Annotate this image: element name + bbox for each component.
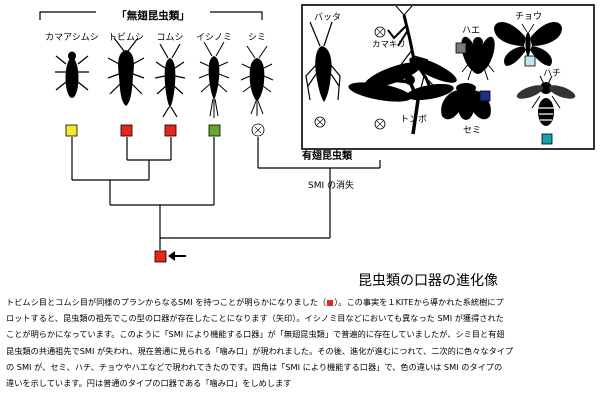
caption-line-3: ことが明らかになっています。このように「SMI により機能する口器」が「無翅昆虫… bbox=[6, 329, 505, 340]
label-kamakiri: カマキリ bbox=[372, 40, 406, 50]
label-semi: セミ bbox=[463, 125, 481, 136]
label-chou: チョウ bbox=[515, 11, 542, 22]
wingless-group-label: 「無翅昆虫類」 bbox=[116, 9, 190, 22]
kamaashimushi-silhouette bbox=[55, 51, 89, 98]
taxon-label-kamaashimushi: カマアシムシ bbox=[45, 32, 99, 43]
marker-shimi-cross bbox=[254, 126, 262, 134]
figure-caption: トビムシ目とコムシ目が同様のプランからなるSMI を持つことが明らかになりました… bbox=[6, 294, 596, 391]
hae-silhouette bbox=[461, 36, 495, 81]
taxon-label-tobimushi: トビムシ bbox=[108, 32, 144, 43]
batta-silhouette bbox=[305, 21, 341, 102]
marker-komushi bbox=[164, 124, 177, 137]
tree-branches bbox=[71, 137, 381, 250]
tonbo-silhouette bbox=[348, 57, 457, 135]
caption-line-2: ロットすると、昆虫類の祖先でこの型の口器が存在したことになります（矢印）。イシノ… bbox=[6, 313, 504, 324]
wingless-bracket bbox=[39, 11, 263, 20]
marker-ishinomi bbox=[208, 124, 221, 137]
caption-line-1a: トビムシ目とコムシ目が同様のプランからなるSMI を持つことが明らかになりました… bbox=[6, 297, 327, 307]
root-ancestor-marker bbox=[154, 250, 167, 263]
ishinomi-silhouette bbox=[198, 41, 230, 118]
marker-kamakiri-cross bbox=[376, 28, 384, 36]
chou-silhouette bbox=[494, 22, 562, 66]
marker-chou bbox=[524, 55, 536, 67]
ancestor-arrowhead bbox=[168, 251, 175, 261]
shimi-silhouette bbox=[240, 45, 274, 116]
figure-title: 昆虫類の口器の進化像 bbox=[358, 273, 498, 289]
label-batta: バッタ bbox=[314, 12, 341, 23]
marker-batta-cross bbox=[316, 118, 324, 126]
taxon-label-komushi: コムシ bbox=[156, 32, 183, 43]
label-hae: ハエ bbox=[462, 26, 480, 36]
caption-line-4: 昆虫類の共通祖先でSMI が失われ、現在普通に見られる「噛み口」が現われました。… bbox=[6, 345, 514, 356]
red-square-chip bbox=[327, 299, 334, 306]
marker-tobimushi bbox=[120, 124, 133, 137]
marker-semi bbox=[479, 90, 491, 102]
tobimushi-silhouette bbox=[107, 37, 145, 106]
phylogenetic-tree-diagram: 「無翅昆虫類」 カマアシムシ トビムシ コムシ イシノミ シミ bbox=[39, 4, 595, 263]
marker-tonbo-cross bbox=[376, 120, 384, 128]
label-hachi: ハチ bbox=[543, 68, 561, 79]
marker-hachi bbox=[541, 133, 553, 145]
caption-line-1: トビムシ目とコムシ目が同様のプランからなるSMI を持つことが明らかになりました… bbox=[6, 294, 596, 310]
smi-loss-label: SMI の消失 bbox=[308, 179, 354, 191]
komushi-silhouette bbox=[154, 43, 186, 118]
taxon-label-ishinomi: イシノミ bbox=[196, 33, 232, 43]
caption-line-5: の SMI が、セミ、ハチ、チョウやハエなどで現われてきたのです。四角は「SMI… bbox=[6, 361, 503, 372]
marker-hae bbox=[455, 42, 467, 54]
caption-line-1b: ）。この事実を１KITEから導かれた系統樹にプ bbox=[334, 297, 504, 307]
hachi-silhouette bbox=[516, 75, 576, 126]
winged-group-label: 有翅昆虫類 bbox=[302, 149, 353, 162]
taxon-label-shimi: シミ bbox=[248, 33, 266, 43]
marker-kamaashimushi bbox=[65, 124, 78, 137]
caption-line-6: 違いを示しています。円は普通のタイプの口器である「噛み口」をしめします bbox=[6, 378, 292, 389]
